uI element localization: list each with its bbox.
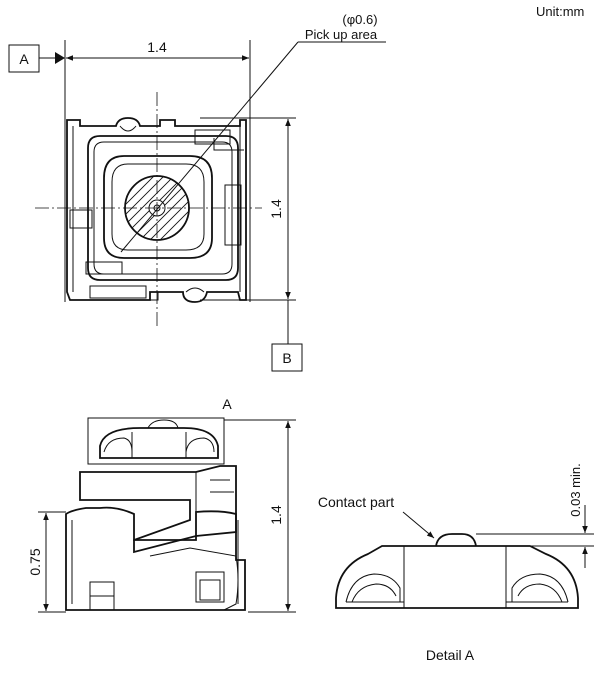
top-view: A 1.4 1.4 B bbox=[8, 12, 386, 372]
datum-a-label: A bbox=[19, 51, 29, 67]
contact-part-leader bbox=[402, 511, 435, 539]
height-dim-label: 1.4 bbox=[268, 199, 284, 219]
pickup-leader bbox=[120, 41, 299, 253]
base-height-dim-label: 0.75 bbox=[27, 548, 43, 575]
detail-a-view: Contact part 0.03 min. Detail A bbox=[318, 463, 594, 663]
clearance-dim-label: 0.03 min. bbox=[568, 463, 583, 516]
datum-b-label: B bbox=[282, 350, 291, 366]
detail-a-marker: A bbox=[222, 396, 232, 412]
pickup-diameter-label: (φ0.6) bbox=[342, 12, 377, 27]
side-view: A 1.4 0.75 bbox=[27, 396, 296, 613]
datum-b-box bbox=[271, 343, 303, 372]
pickup-area bbox=[124, 175, 190, 241]
side-height-dim-label: 1.4 bbox=[268, 505, 284, 525]
contact-part-label: Contact part bbox=[318, 494, 394, 510]
unit-label: Unit:mm bbox=[536, 4, 584, 19]
width-dim-label: 1.4 bbox=[147, 39, 167, 55]
detail-a-title: Detail A bbox=[426, 647, 475, 663]
pickup-area-label: Pick up area bbox=[305, 27, 378, 42]
detail-a-frame bbox=[87, 417, 225, 465]
